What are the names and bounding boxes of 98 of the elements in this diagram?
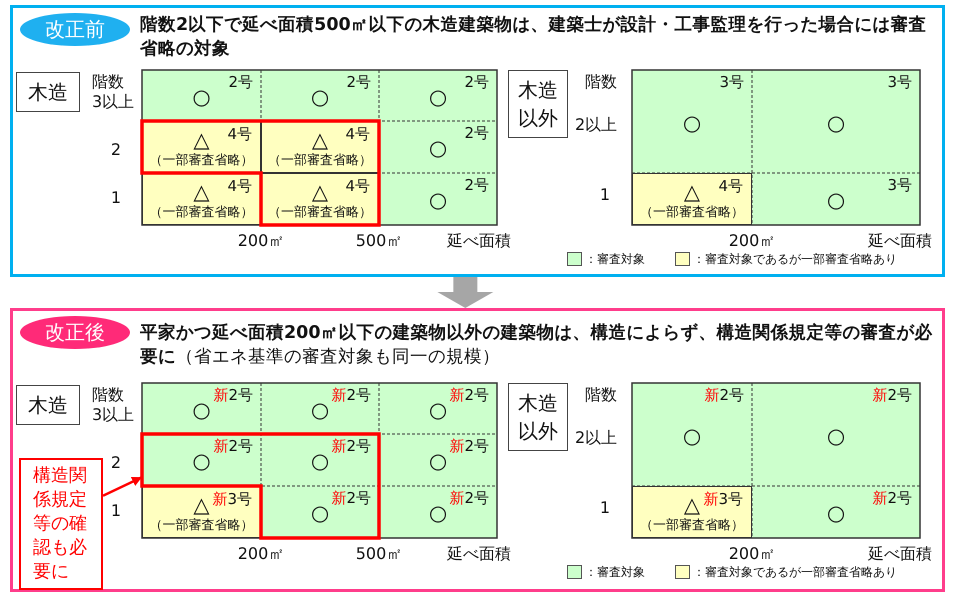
category-number: 3号	[887, 176, 912, 194]
category-number: 3号	[887, 73, 912, 91]
category-number: 新2号	[449, 386, 489, 404]
circle-mark: ○	[826, 501, 846, 525]
triangle-mark: △	[312, 128, 328, 152]
circle-mark: ○	[428, 188, 448, 212]
note-text: （一部審査省略）	[268, 153, 372, 169]
category-number: 4号	[718, 177, 743, 195]
circle-mark: ○	[310, 398, 330, 422]
axis-label: 3以上	[92, 405, 134, 425]
circle-mark: ○	[310, 449, 330, 473]
axis-label: 200㎡	[728, 231, 776, 251]
axis-label: 500㎡	[356, 231, 402, 251]
circle-mark: ○	[428, 449, 448, 473]
circle-mark: ○	[192, 449, 211, 473]
category-number: 新2号	[704, 386, 744, 404]
category-number: 新2号	[872, 489, 912, 507]
circle-mark: ○	[192, 398, 211, 422]
category-number: 新2号	[449, 437, 489, 455]
axis-label: 2以上	[575, 115, 618, 135]
category-number: 新2号	[449, 489, 489, 507]
arrow	[102, 476, 143, 497]
category-number: 新2号	[331, 437, 371, 455]
axis-label: 延べ面積	[868, 231, 932, 251]
callout-box: 構造関係規定等の確認も必要に	[19, 458, 103, 590]
category-number: 新2号	[213, 386, 253, 404]
axis-label: 2	[110, 140, 122, 160]
category-number: 4号	[345, 177, 370, 195]
axis-label: 500㎡	[356, 544, 402, 564]
axis-label: 1	[600, 185, 610, 205]
legend-text: ：審査対象であるが一部審査省略あり	[693, 564, 897, 580]
category-number: 新2号	[331, 489, 371, 507]
down-arrow	[437, 277, 494, 308]
triangle-mark: △	[684, 180, 700, 204]
heading-pill: 改正前	[20, 13, 130, 46]
category-number: 2号	[464, 73, 489, 91]
axis-label: 延べ面積	[868, 544, 932, 564]
circle-mark: ○	[682, 111, 702, 135]
triangle-mark: △	[193, 128, 210, 152]
category-number: 新3号	[212, 490, 252, 508]
category-box: 木造	[16, 72, 80, 112]
circle-mark: ○	[826, 188, 846, 212]
legend-text: ：審査対象であるが一部審査省略あり	[693, 251, 897, 267]
category-box: 木造	[16, 385, 80, 425]
category-box: 木造以外	[508, 383, 568, 451]
circle-mark: ○	[428, 501, 448, 525]
legend-text: ：審査対象	[585, 564, 645, 580]
circle-mark: ○	[682, 424, 702, 448]
note-text: （一部審査省略）	[150, 205, 254, 221]
axis-label: 階数	[92, 385, 124, 405]
circle-mark: ○	[428, 85, 448, 109]
category-number: 3号	[719, 73, 744, 91]
note-text: （一部審査省略）	[268, 205, 372, 221]
axis-label: 1	[110, 188, 122, 208]
triangle-mark: △	[684, 493, 700, 517]
axis-label: 200㎡	[728, 544, 776, 564]
legend-text: ：審査対象	[585, 251, 645, 267]
category-number: 4号	[227, 125, 252, 143]
axis-label: 2	[110, 453, 122, 473]
category-box: 木造以外	[508, 70, 568, 138]
category-number: 4号	[345, 125, 370, 143]
axis-label: 階数	[585, 385, 617, 405]
axis-label: 延べ面積	[447, 544, 511, 564]
axis-label: 200㎡	[238, 231, 284, 251]
note-text: （一部審査省略）	[640, 518, 744, 534]
category-number: 新2号	[331, 386, 371, 404]
triangle-mark: △	[193, 180, 210, 204]
axis-label: 階数	[585, 72, 617, 92]
note-text: （一部審査省略）	[150, 153, 254, 169]
circle-mark: ○	[428, 398, 448, 422]
heading-pill: 改正後	[20, 316, 130, 349]
category-number: 新2号	[872, 386, 912, 404]
category-number: 2号	[464, 124, 489, 142]
axis-label: 階数	[92, 72, 124, 92]
panel-heading: 階数2以下で延べ面積500㎡以下の木造建築物は、建築士が設計・工事監理を行った場合には審査省略の対象	[140, 14, 928, 61]
axis-label: 3以上	[92, 92, 134, 112]
circle-mark: ○	[826, 424, 846, 448]
axis-label: 1	[110, 501, 122, 521]
axis-label: 延べ面積	[447, 231, 511, 251]
category-number: 新2号	[213, 437, 253, 455]
axis-label: 2以上	[575, 428, 618, 448]
circle-mark: ○	[428, 136, 448, 160]
category-number: 2号	[464, 176, 489, 194]
note-text: （一部審査省略）	[150, 518, 254, 534]
circle-mark: ○	[192, 85, 211, 109]
category-number: 2号	[346, 73, 371, 91]
circle-mark: ○	[310, 85, 330, 109]
axis-label: 1	[600, 498, 610, 518]
triangle-mark: △	[312, 180, 328, 204]
circle-mark: ○	[310, 501, 330, 525]
circle-mark: ○	[826, 111, 846, 135]
note-text: （一部審査省略）	[640, 205, 744, 221]
axis-label: 200㎡	[238, 544, 284, 564]
panel-heading: 平家かつ延べ面積200㎡以下の建築物以外の建築物は、構造によらず、構造関係規定等の審査が必要に（省エネ基準の審査対象も同一の規模）	[140, 322, 934, 369]
triangle-mark: △	[193, 493, 210, 517]
category-number: 4号	[227, 177, 252, 195]
category-number: 新3号	[703, 490, 743, 508]
category-number: 2号	[228, 73, 253, 91]
